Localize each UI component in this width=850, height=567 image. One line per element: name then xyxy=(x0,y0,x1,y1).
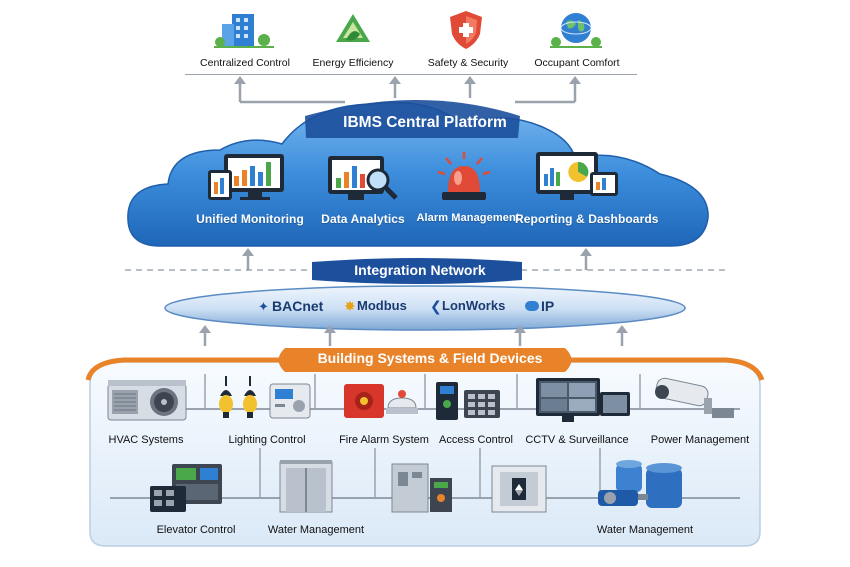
module-label-data-analytics: Data Analytics xyxy=(321,212,405,226)
device-label-hvac: HVAC Systems xyxy=(108,434,184,446)
access-panel-icon xyxy=(436,382,500,420)
water-tanks-icon xyxy=(598,460,682,508)
device-label-water-management-2: Water Management xyxy=(596,524,694,536)
modbus-icon: ✸ xyxy=(344,298,356,314)
analytics-magnifier-icon xyxy=(328,156,398,200)
hvac-unit-icon xyxy=(107,380,187,421)
outcome-divider xyxy=(293,74,413,75)
cloud-platform xyxy=(127,100,709,247)
security-camera-icon xyxy=(655,377,734,418)
device-label-power-management: Power Management xyxy=(650,434,750,446)
alarm-siren-icon xyxy=(437,152,491,200)
module-label-reporting-dashboards: Reporting & Dashboards xyxy=(515,212,659,226)
globe-icon xyxy=(550,13,602,48)
protocol-lonworks: LonWorks xyxy=(442,298,506,313)
protocol-ip: IP xyxy=(541,298,555,314)
elevator-icon xyxy=(279,460,333,513)
device-label-fire-alarm: Fire Alarm System xyxy=(339,434,429,446)
building-systems-title: Building Systems & Field Devices xyxy=(317,350,543,366)
fire-alarm-icon xyxy=(344,384,418,418)
device-label-lighting: Lighting Control xyxy=(228,434,306,446)
cctv-monitor-icon xyxy=(536,378,630,422)
recycle-leaf-icon xyxy=(336,14,370,42)
outcome-divider xyxy=(185,74,305,75)
device-label-access-control: Access Control xyxy=(439,434,513,446)
module-label-alarm-management: Alarm Management xyxy=(416,212,520,224)
outcome-label-centralized-control: Centralized Control xyxy=(200,57,290,69)
dashboard-screens-icon xyxy=(536,152,618,200)
ip-icon xyxy=(525,301,539,311)
shield-icon xyxy=(450,11,482,49)
monitor-devices-icon xyxy=(208,154,284,200)
integration-layer xyxy=(125,248,725,346)
protocol-bacnet: BACnet xyxy=(272,298,324,314)
platform-title: IBMS Central Platform xyxy=(343,114,507,131)
outcome-label-safety-security: Safety & Security xyxy=(427,57,509,69)
outcome-label-occupant-comfort: Occupant Comfort xyxy=(534,57,620,69)
protocol-modbus: Modbus xyxy=(357,298,407,313)
device-label-elevator-control: Elevator Control xyxy=(156,524,236,536)
outcome-divider xyxy=(517,74,637,75)
bacnet-icon: ✦ xyxy=(258,299,269,314)
device-label-water-management-1: Water Management xyxy=(267,524,365,536)
integration-title: Integration Network xyxy=(354,262,486,278)
module-label-unified-monitoring: Unified Monitoring xyxy=(196,212,304,226)
thermostat-icon xyxy=(269,383,311,419)
lighting-icon xyxy=(219,376,257,418)
outcome-label-energy-efficiency: Energy Efficiency xyxy=(312,57,394,69)
outcome-divider xyxy=(408,74,528,75)
lonworks-icon: ❮ xyxy=(430,298,442,314)
electrical-panel-icon xyxy=(391,463,452,513)
building-icon xyxy=(214,14,274,48)
device-label-cctv: CCTV & Surveillance xyxy=(525,434,629,446)
elevator-panel-icon xyxy=(491,465,547,513)
control-console-icon xyxy=(150,464,222,512)
